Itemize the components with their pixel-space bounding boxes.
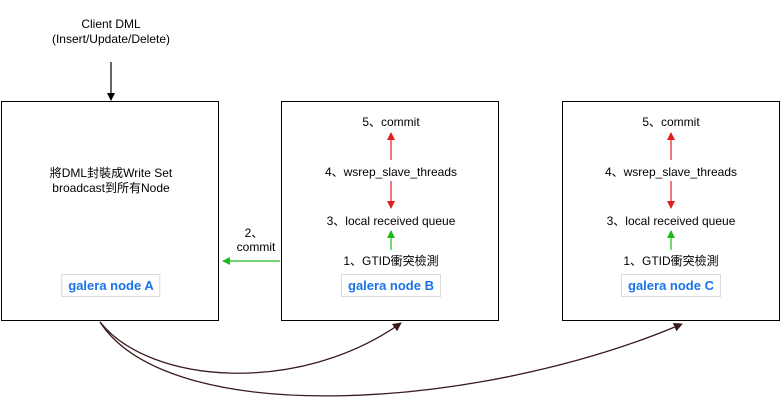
node-c-label: galera node C	[621, 274, 721, 297]
node-b-step5: 5、commit	[362, 115, 420, 129]
client-dml-title: Client DML	[81, 17, 141, 31]
node-b-label: galera node B	[341, 274, 441, 297]
node-c-step4: 4、wsrep_slave_threads	[604, 165, 738, 179]
node-c-step5: 5、commit	[642, 115, 700, 129]
node-b-step3: 3、local received queue	[326, 214, 456, 228]
broadcast-arrow-a-to-c	[99, 321, 683, 397]
commit-message-line2: commit	[236, 240, 276, 254]
node-a-desc-line1: 將DML封裝成Write Set	[49, 166, 173, 180]
client-dml-subtitle: (Insert/Update/Delete)	[51, 32, 171, 46]
node-a-label: galera node A	[61, 274, 161, 297]
node-a-desc-line2: broadcast到所有Node	[52, 181, 170, 195]
node-b-step1: 1、GTID衝突檢測	[343, 254, 439, 268]
node-c-step3: 3、local received queue	[606, 214, 736, 228]
node-b-step4: 4、wsrep_slave_threads	[324, 165, 458, 179]
node-c-step1: 1、GTID衝突檢測	[623, 254, 719, 268]
broadcast-arrow-a-to-b	[99, 321, 402, 374]
commit-message-line1: 2、	[244, 226, 264, 240]
